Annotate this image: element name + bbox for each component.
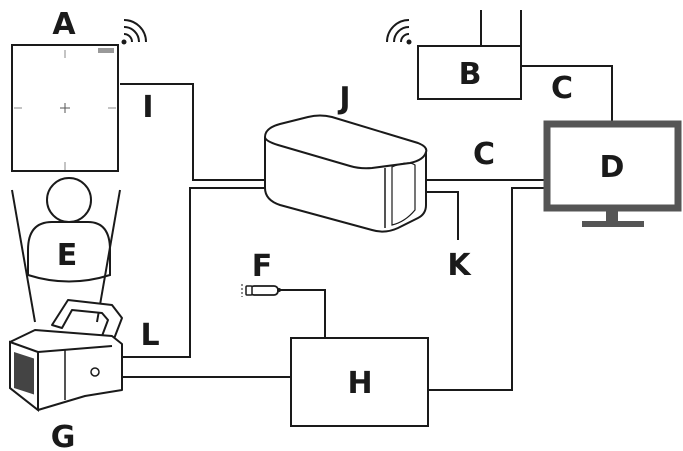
- label-f: F: [252, 249, 273, 284]
- patient-figure: [11, 177, 121, 323]
- wifi-signal-icon: [121, 19, 147, 45]
- label-j: J: [337, 81, 350, 116]
- label-b: B: [459, 57, 482, 92]
- hand-switch: [241, 284, 281, 297]
- label-d: D: [600, 150, 625, 185]
- router-box: [417, 45, 522, 100]
- label-g: G: [51, 420, 76, 451]
- connection-lines: [120, 10, 613, 391]
- label-k: K: [447, 248, 472, 283]
- label-l: L: [140, 318, 159, 353]
- cable-k: [426, 191, 459, 240]
- cable-f: [280, 289, 326, 338]
- wifi-signal-icon: [386, 19, 412, 45]
- controller-box: [263, 114, 428, 233]
- cable-c-upper: [521, 65, 613, 122]
- label-c-upper: C: [551, 71, 573, 106]
- letter-labels: A B C C D E F G H I J K L: [51, 7, 625, 451]
- cable-h-d: [428, 187, 545, 391]
- cable-l: [120, 187, 265, 358]
- label-e: E: [57, 238, 78, 273]
- unit-h-box: [290, 337, 429, 427]
- label-i: I: [142, 90, 153, 125]
- monitor: [543, 120, 682, 227]
- label-c-lower: C: [473, 137, 495, 172]
- cable-i: [120, 83, 265, 181]
- label-h: H: [347, 366, 372, 401]
- label-a: A: [52, 7, 76, 42]
- xray-tube: [9, 299, 123, 413]
- detector-panel: [11, 44, 119, 172]
